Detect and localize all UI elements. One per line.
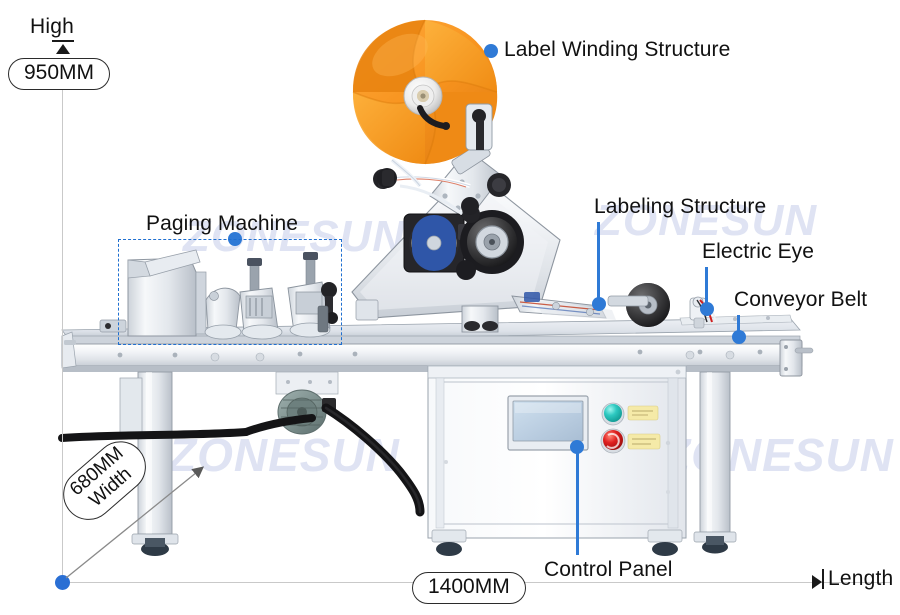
height-axis-cap-bar [52,40,74,42]
callout-dot-control-panel [570,440,584,454]
control-cabinet [427,365,687,556]
label-winding-reel [352,19,498,188]
callout-leader-control-panel [576,447,579,555]
paging-machine-highlight-box [118,239,342,345]
machine-legs [119,371,737,556]
length-axis-cap-bar [822,569,824,589]
origin-marker-dot [55,575,70,590]
brand-watermark: ZONESUN [183,212,406,261]
stepper-motor [403,213,470,273]
peel-plate-arm [511,292,616,320]
callout-dot-conveyor-belt [732,330,746,344]
width-dimension-arrow [65,466,205,579]
labeling-structure-assembly [351,141,670,333]
callout-dot-labeling-structure [592,297,606,311]
callout-leader-conveyor-belt [737,315,740,337]
height-axis-caption: High [30,15,74,38]
paging-machine-assembly [99,249,338,340]
length-dimension-badge: 1400MM [412,572,526,604]
callout-labeling-structure: Labeling Structure [594,195,767,218]
callout-paging-machine: Paging Machine [146,212,298,235]
callout-leader-labeling-structure [597,222,600,304]
brand-watermark: ZONESUN [595,196,818,245]
callout-dot-electric-eye [700,302,714,316]
callout-electric-eye: Electric Eye [702,240,815,263]
length-axis-caption: Length [828,567,894,590]
callout-dot-label-winding-structure [484,44,498,58]
height-axis-line [62,62,63,582]
callout-control-panel: Control Panel [544,558,673,581]
callout-label-winding-structure: Label Winding Structure [504,38,731,61]
callout-conveyor-belt: Conveyor Belt [734,288,868,311]
height-axis-arrow-icon [56,44,70,54]
length-axis-arrow-icon [812,575,822,589]
height-dimension-badge: 950MM [8,58,111,90]
callout-leader-electric-eye [705,267,708,309]
pressing-roller [607,283,670,327]
